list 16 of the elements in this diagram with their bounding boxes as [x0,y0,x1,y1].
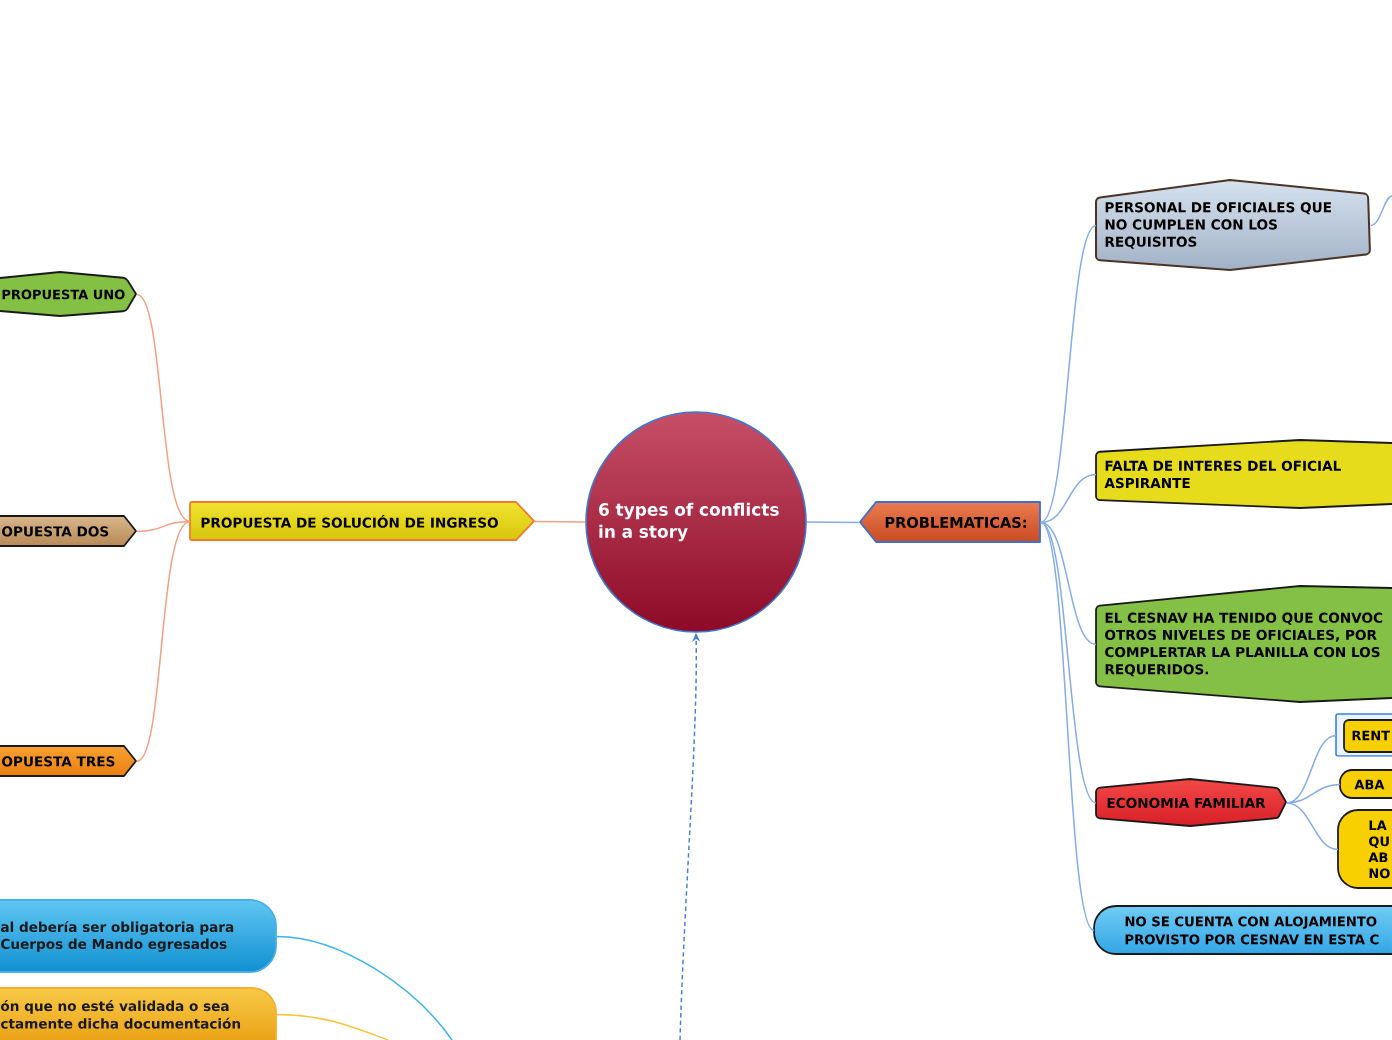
connector-line [1040,521,1097,646]
connector-line [534,520,586,523]
connector-line [1370,195,1392,227]
connector-line [806,521,861,524]
connector-line [1286,802,1339,851]
connector-line [1040,521,1097,804]
connector-line [136,520,191,533]
connector-line [136,520,191,763]
connector-line [136,293,191,523]
connector-line [1040,473,1097,524]
connector-line [276,935,453,1040]
connector-line [1040,224,1097,524]
connector-line [1040,521,1095,932]
connector-line [1286,783,1341,804]
connector-line [1286,734,1337,804]
connector-line [276,1013,389,1040]
